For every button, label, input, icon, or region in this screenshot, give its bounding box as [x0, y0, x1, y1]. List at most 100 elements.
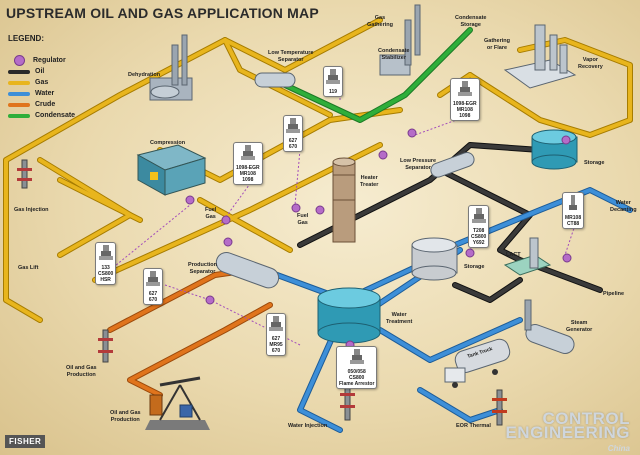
- regulator-valve-icon: [326, 69, 340, 84]
- legend-swatch-condensate: [8, 113, 30, 118]
- legend: Regulator Oil Gas Water Crude Condensate: [8, 55, 75, 121]
- heater-treater: [332, 157, 356, 243]
- control-engineering-logo-line1: CONTROL: [542, 409, 630, 428]
- label-compression: Compression: [150, 140, 186, 146]
- regulator-icon: [14, 55, 25, 66]
- low-pressure-separator: [430, 152, 475, 178]
- wellhead-eor-thermal: [492, 389, 507, 426]
- wellhead-oil-gas-1: [98, 329, 113, 363]
- label-pipeline: Pipeline: [603, 291, 625, 297]
- legend-swatch-gas: [8, 80, 30, 85]
- legend-item-gas: Gas: [8, 77, 75, 88]
- vapor-recovery-unit: [503, 24, 577, 89]
- regulator-marker: [205, 295, 215, 305]
- regulator-valve-icon: [471, 208, 486, 223]
- condensate-stabilizer: [379, 4, 421, 76]
- lact-unit: [503, 237, 552, 276]
- page-title: UPSTREAM OIL AND GAS APPLICATION MAP: [6, 5, 319, 21]
- wellhead-water-injection: [340, 384, 355, 421]
- crude-pipes: [107, 267, 273, 398]
- water-treatment-tank: [317, 287, 381, 344]
- legend-swatch-water: [8, 91, 30, 96]
- storage-tank-top: [531, 129, 578, 170]
- label-eor-thermal: EOR Thermal: [456, 423, 491, 429]
- legend-swatch-oil: [8, 69, 30, 74]
- pump-jack: [145, 376, 210, 430]
- wellhead-gas-injection: [17, 159, 32, 189]
- regulator-marker: [291, 203, 301, 213]
- dehydration-unit: [149, 34, 193, 101]
- low-temperature-separator: [254, 72, 296, 88]
- regulator-valve-icon: [269, 316, 283, 331]
- legend-item-crude: Crude: [8, 99, 75, 110]
- regulator-markers: [185, 128, 572, 350]
- regulator-valve-icon: [569, 195, 578, 210]
- storage-tank-middle: [411, 237, 458, 281]
- regulator-valve-icon: [349, 349, 364, 364]
- regulator-valve-icon: [240, 145, 255, 160]
- regulator-marker: [221, 215, 231, 225]
- label-gas-lift: Gas Lift: [18, 265, 39, 271]
- regulator-marker: [185, 195, 195, 205]
- fisher-logo: FISHER: [5, 435, 46, 448]
- legend-item-regulator: Regulator: [8, 55, 75, 66]
- legend-title: LEGEND:: [8, 34, 44, 43]
- regulator-valve-icon: [457, 81, 472, 96]
- label-water-injection: Water Injection: [288, 423, 328, 429]
- regulator-valve-icon: [146, 271, 160, 286]
- regulator-valve-icon: [286, 118, 300, 133]
- regulator-tag-119[interactable]: 119: [323, 66, 343, 97]
- legend-swatch-crude: [8, 102, 30, 107]
- regulator-marker: [223, 237, 233, 247]
- compression-unit: [136, 144, 207, 196]
- control-engineering-logo-line2: ENGINEERING: [505, 423, 630, 442]
- label-gas-injection: Gas Injection: [14, 207, 49, 213]
- regulator-marker: [562, 253, 572, 263]
- legend-item-condensate: Condensate: [8, 110, 75, 121]
- legend-item-water: Water: [8, 88, 75, 99]
- regulator-marker: [315, 205, 325, 215]
- steam-generator: [524, 299, 575, 354]
- condensate-pipes: [282, 27, 473, 123]
- regulator-marker: [378, 150, 388, 160]
- label-lact: LACT: [506, 252, 521, 258]
- tank-truck: [444, 338, 511, 388]
- regulator-marker: [561, 135, 571, 145]
- production-separator: [215, 251, 280, 289]
- regulator-valve-icon: [98, 245, 113, 260]
- label-dehydration: Dehydration: [128, 72, 161, 78]
- regulator-marker: [465, 248, 475, 258]
- label-storage-1: Storage: [584, 160, 605, 166]
- label-storage-2: Storage: [464, 264, 485, 270]
- regulator-marker: [407, 128, 417, 138]
- control-engineering-logo-line3: China: [607, 444, 630, 453]
- legend-item-oil: Oil: [8, 66, 75, 77]
